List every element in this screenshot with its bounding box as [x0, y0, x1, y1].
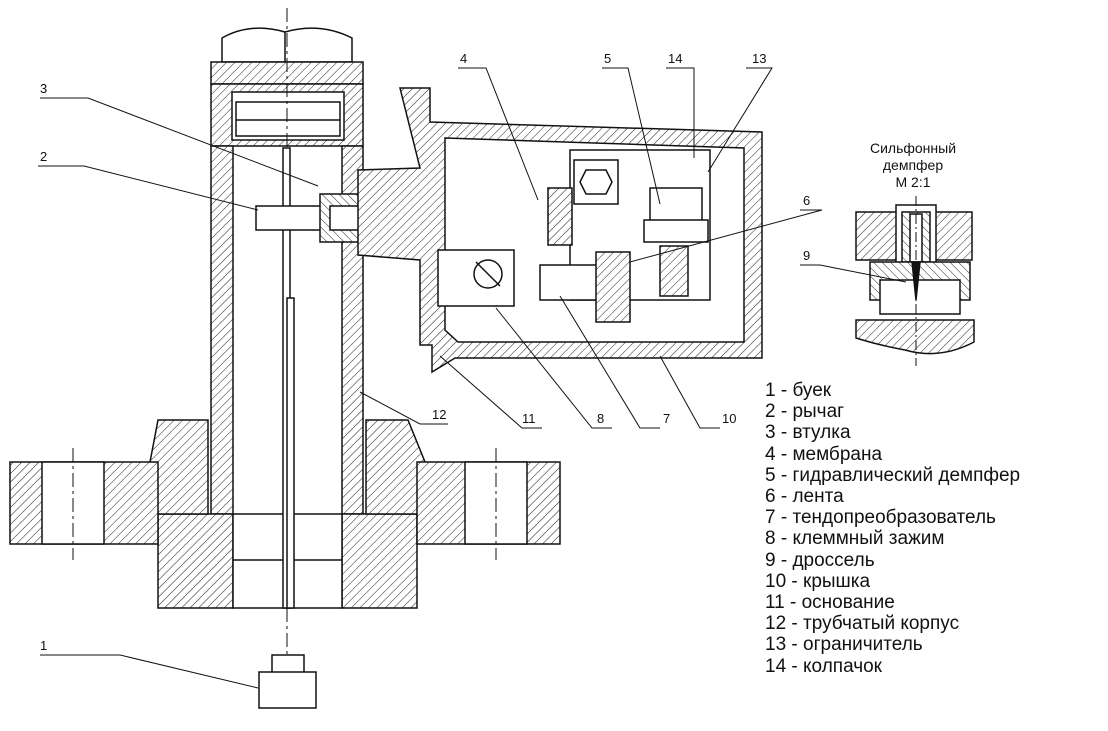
callout-3: 3	[40, 81, 47, 96]
callout-10: 10	[722, 411, 736, 426]
legend-item: 9 - дроссель	[765, 549, 875, 571]
legend-item: 2 - рычаг	[765, 401, 845, 423]
callout-4: 4	[460, 51, 467, 66]
leader-lines	[38, 67, 907, 689]
legend-item: 12 - трубчатый корпус	[765, 613, 960, 635]
parts-legend: 1 - буек 2 - рычаг 3 - втулка 4 - мембра…	[765, 380, 1020, 677]
callout-13: 13	[752, 51, 766, 66]
callout-2: 2	[40, 149, 47, 164]
legend-item: 7 - тендопреобразователь	[765, 507, 996, 529]
legend-item: 1 - буек	[765, 380, 832, 401]
callout-1: 1	[40, 638, 47, 653]
legend-item: 11 - основание	[765, 592, 895, 614]
legend-item: 13 - ограничитель	[765, 634, 923, 656]
legend-item: 8 - клеммный зажим	[765, 528, 945, 550]
callout-7: 7	[663, 411, 670, 426]
damper-detail-title: Сильфонный демпфер М 2:1	[850, 140, 976, 191]
legend-item: 6 - лента	[765, 486, 844, 508]
legend-item: 4 - мембрана	[765, 443, 883, 465]
legend-item: 14 - колпачок	[765, 655, 882, 677]
callout-14: 14	[668, 51, 682, 66]
callout-11: 11	[522, 411, 536, 426]
callout-12: 12	[432, 407, 446, 422]
legend-item: 5 - гидравлический демпфер	[765, 464, 1021, 486]
callout-9: 9	[803, 248, 810, 263]
damper-title-line1: Сильфонный	[869, 140, 957, 156]
callout-labels: 1 2 3 4 5 6 7 8 9 10 11 12 13 14	[40, 51, 810, 653]
callout-6: 6	[803, 193, 810, 208]
damper-title-line2: демпфер	[882, 157, 944, 173]
housing-cover	[357, 87, 763, 374]
legend-item: 10 - крышка	[765, 570, 871, 592]
legend-item: 3 - втулка	[765, 422, 851, 444]
callout-8: 8	[597, 411, 604, 426]
bellows-damper-detail	[855, 196, 975, 366]
callout-5: 5	[604, 51, 611, 66]
damper-scale: М 2:1	[895, 174, 931, 190]
